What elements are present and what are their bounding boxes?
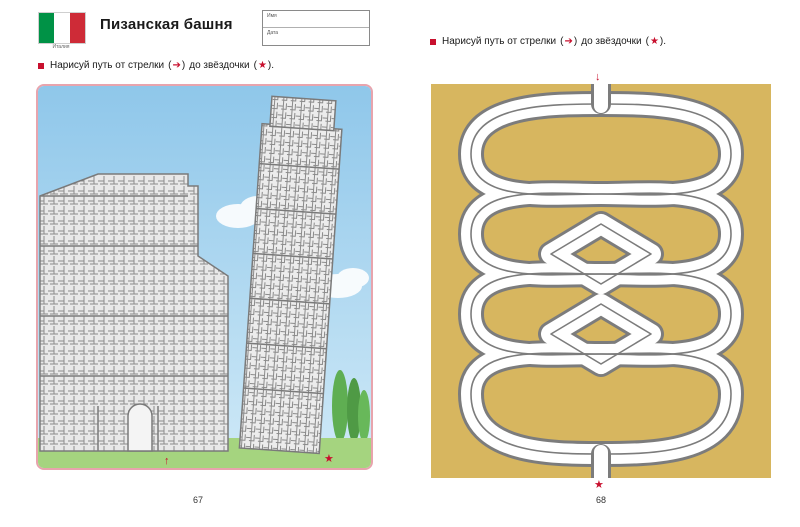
instruction-middle: до звёздочки — [189, 60, 250, 71]
bullet-icon — [430, 38, 436, 45]
end-star-icon: ★ — [324, 453, 334, 465]
maze-start-arrow-icon: ↓ — [595, 71, 601, 83]
cathedral — [39, 173, 229, 452]
page-number-left: 67 — [193, 495, 204, 505]
italy-flag-icon — [38, 12, 86, 44]
maze-end-star-icon: ★ — [594, 479, 604, 491]
instruction-prefix: Нарисуй путь от стрелки — [50, 60, 165, 71]
leaning-tower — [238, 95, 343, 455]
star-icon: ★ — [649, 36, 659, 47]
page-title: Пизанская башня — [100, 16, 233, 33]
flag-stripe-white — [54, 13, 70, 43]
star-icon: ★ — [257, 60, 267, 71]
country-label: Италия — [52, 44, 70, 50]
tower-maze-illustration[interactable]: ↑ ★ — [36, 84, 373, 470]
arrow-icon: ➔ — [172, 60, 181, 71]
date-field[interactable]: Дата — [263, 28, 369, 45]
knot-maze-svg[interactable] — [431, 74, 771, 488]
tower-maze-svg[interactable]: ↑ ★ — [38, 86, 371, 468]
flag-stripe-red — [69, 13, 85, 43]
instruction-middle: до звёздочки — [581, 36, 642, 47]
instruction-left: Нарисуй путь от стрелки (➔) до звёздочки… — [38, 60, 274, 71]
date-label: Дата — [267, 30, 279, 36]
name-label: Имя — [267, 13, 277, 19]
trees — [332, 370, 370, 442]
maze-walls — [458, 74, 744, 488]
start-arrow-icon: ↑ — [164, 455, 170, 467]
right-page: Нарисуй путь от стрелки (➔) до звёздочки… — [400, 0, 800, 527]
flag-stripe-green — [39, 13, 55, 43]
page-number-right: 68 — [596, 495, 607, 505]
name-field[interactable]: Имя — [263, 11, 369, 28]
knot-maze[interactable] — [431, 74, 771, 488]
instruction-prefix: Нарисуй путь от стрелки — [442, 36, 557, 47]
left-page: Италия Пизанская башня Имя Дата Нарисуй … — [36, 10, 373, 505]
name-date-box: Имя Дата — [262, 10, 370, 46]
arrow-icon: ➔ — [564, 36, 573, 47]
bullet-icon — [38, 62, 44, 69]
instruction-right: Нарисуй путь от стрелки (➔) до звёздочки… — [430, 36, 666, 47]
